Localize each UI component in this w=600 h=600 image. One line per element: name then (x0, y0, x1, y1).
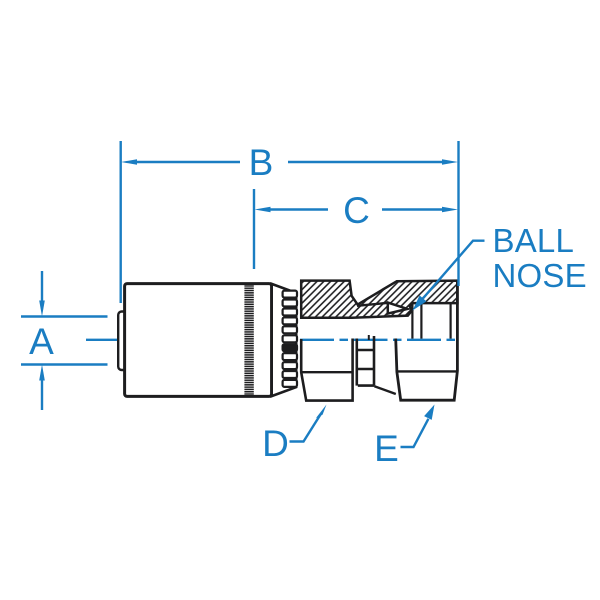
swivel-nut-outline (394, 280, 459, 402)
collar-box (281, 289, 299, 299)
dim-d-label: D (262, 423, 289, 464)
collar-box-filled (281, 343, 299, 353)
dimension-c: C (252, 189, 458, 269)
dim-c-arrowhead-right (442, 206, 458, 213)
collar-box (281, 334, 299, 344)
dimension-b: B (119, 141, 460, 303)
collar-box (281, 369, 299, 380)
dimension-a: A (21, 271, 108, 410)
dim-c-label: C (343, 190, 370, 231)
dim-a-arrowhead-top (39, 300, 45, 317)
ball-nose-arrowhead (412, 295, 427, 311)
ball-nose-callout: BALL NOSE (412, 222, 587, 311)
collar-box (281, 298, 299, 308)
nut-cross-section-hatch (299, 279, 459, 319)
dim-b-arrowhead-left (121, 159, 137, 165)
ball-nose-label-line1: BALL (493, 222, 575, 259)
collar-box (281, 325, 299, 335)
dimension-d: D (262, 404, 327, 464)
dim-b-arrowhead-right (442, 159, 458, 165)
nipple-tube-line (373, 385, 397, 396)
dim-a-arrowhead-bottom (39, 364, 45, 381)
dim-d-arrowhead (315, 404, 327, 419)
dim-e-leader (400, 418, 430, 449)
ferrule (116, 282, 298, 398)
dim-e-label: E (374, 428, 399, 469)
ball-nose-leader (422, 239, 485, 300)
ferrule-crimp-serrations (244, 285, 254, 395)
ball-nose-label-line2: NOSE (493, 257, 587, 294)
collar-window-boxes (281, 289, 299, 388)
fitting-exterior-bottom (299, 280, 459, 402)
nut-skirt-outline (299, 338, 354, 402)
dimension-e: E (374, 404, 435, 469)
dim-a-label: A (29, 321, 54, 362)
dim-d-leader (289, 413, 322, 443)
collar-box (281, 378, 299, 388)
dim-e-arrowhead (424, 404, 435, 420)
dim-c-arrowhead-left (254, 206, 271, 213)
swivel-nut-section (299, 279, 459, 339)
collar-box (281, 361, 299, 371)
nipple-wall-divider (356, 301, 389, 307)
collar-box (281, 316, 299, 326)
dim-b-label: B (249, 142, 274, 183)
collar-box (281, 352, 299, 362)
collar-box (281, 307, 299, 317)
